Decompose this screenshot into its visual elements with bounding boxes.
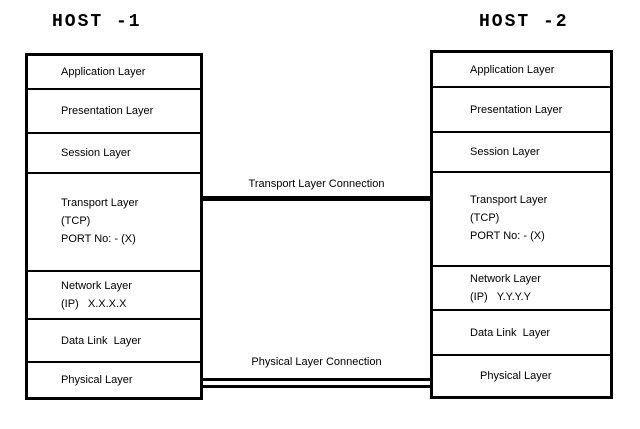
layer-label: Presentation Layer (470, 103, 563, 116)
host1-title: HOST -1 (52, 12, 142, 32)
host2-title: HOST -2 (479, 12, 569, 32)
host2-datalink-layer: Data Link Layer (433, 311, 610, 356)
host2-presentation-layer: Presentation Layer (433, 88, 610, 133)
layer-label: Physical Layer (480, 370, 552, 382)
layer-ip-address: (IP) X.X.X.X (61, 298, 127, 310)
host1-session-layer: Session Layer (28, 134, 200, 174)
layer-label: Transport Layer (470, 194, 548, 206)
host1-transport-layer: Transport Layer (TCP) PORT No: - (X) (28, 174, 200, 272)
transport-connection-line (203, 196, 430, 201)
physical-connection-label: Physical Layer Connection (251, 356, 382, 368)
host2-layer-stack: Application Layer Presentation Layer Ses… (430, 50, 613, 399)
layer-label: Application Layer (470, 63, 555, 76)
layer-label: Network Layer (470, 273, 541, 285)
host1-network-layer: Network Layer (IP) X.X.X.X (28, 272, 200, 320)
layer-ip-address: (IP) Y.Y.Y.Y (470, 291, 531, 303)
layer-label: Session Layer (470, 146, 540, 158)
layer-label: Transport Layer (61, 197, 139, 209)
host1-application-layer: Application Layer (28, 56, 200, 90)
host1-datalink-layer: Data Link Layer (28, 320, 200, 363)
layer-port: PORT No: - (X) (470, 230, 545, 242)
layer-label: Network Layer (61, 280, 132, 292)
layer-label: Data Link Layer (470, 326, 551, 339)
host2-transport-layer: Transport Layer (TCP) PORT No: - (X) (433, 173, 610, 267)
layer-protocol: (TCP) (470, 212, 500, 224)
layer-label: Physical Layer (61, 374, 133, 386)
host2-application-layer: Application Layer (433, 53, 610, 88)
layer-label: Data Link Layer (61, 334, 142, 347)
host2-physical-layer: Physical Layer (433, 356, 610, 396)
layer-protocol: (TCP) (61, 215, 91, 227)
host1-physical-layer: Physical Layer (28, 363, 200, 397)
layer-label: Presentation Layer (61, 105, 154, 117)
host2-session-layer: Session Layer (433, 133, 610, 173)
host1-presentation-layer: Presentation Layer (28, 90, 200, 134)
host1-layer-stack: Application Layer Presentation Layer Ses… (25, 53, 203, 400)
layer-label: Session Layer (61, 147, 131, 159)
layer-label: Application Layer (61, 66, 146, 78)
host2-network-layer: Network Layer (IP) Y.Y.Y.Y (433, 267, 610, 311)
physical-connection-line (203, 378, 430, 388)
transport-connection-label: Transport Layer Connection (248, 178, 385, 190)
layer-port: PORT No: - (X) (61, 233, 136, 245)
